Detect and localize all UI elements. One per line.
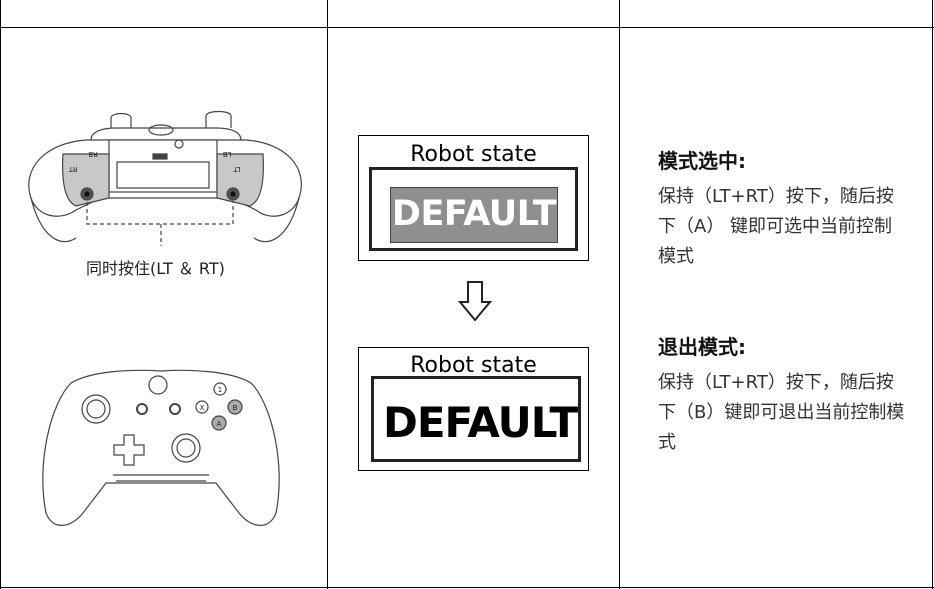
trigger-caption: 同时按住(LT ＆ RT): [86, 259, 225, 278]
label-lb: LB: [222, 150, 231, 158]
exit-mode-description: 保持（LT+RT）按下，随后按下（B）键即可退出当前控制模式: [658, 372, 905, 453]
label-a-button: A: [217, 420, 222, 428]
select-mode-heading: 模式选中:: [658, 149, 746, 173]
table-left-border: [0, 0, 1, 589]
controller-illustration-cell: RB RT LB LT 同时按住(LT ＆ RT): [1, 28, 327, 587]
column-divider-1: [327, 0, 328, 589]
label-lt: LT: [233, 165, 241, 173]
controller-top-view-image: RB RT LB LT: [28, 110, 302, 246]
state-frame: [371, 376, 581, 462]
state-default-highlighted: DEFAULT: [390, 187, 558, 243]
label-b-button: B: [233, 404, 238, 412]
controller-front-view-image: X B A 1: [42, 369, 280, 526]
label-rb: RB: [88, 150, 98, 158]
callout-1: 1: [218, 386, 222, 394]
robot-state-box-exited: Robot state DEFAULT: [358, 347, 589, 471]
state-frame: [369, 167, 578, 251]
select-mode-description: 保持（LT+RT）按下，随后按下（A） 键即可选中当前控制模式: [658, 186, 894, 267]
robot-state-title: Robot state: [410, 353, 537, 378]
label-x-button: X: [200, 404, 205, 412]
robot-state-box-selected: Robot state DEFAULT: [358, 135, 589, 261]
exit-mode-heading: 退出模式:: [658, 335, 746, 359]
column-divider-2: [619, 0, 620, 589]
robot-state-title: Robot state: [410, 142, 537, 167]
label-rt: RT: [68, 165, 77, 173]
state-default-plain: DEFAULT: [383, 398, 578, 447]
table-right-border: [932, 0, 933, 589]
table-bottom-rule: [0, 587, 934, 588]
table-top-rule: [0, 27, 934, 28]
down-arrow-icon: [457, 281, 493, 322]
